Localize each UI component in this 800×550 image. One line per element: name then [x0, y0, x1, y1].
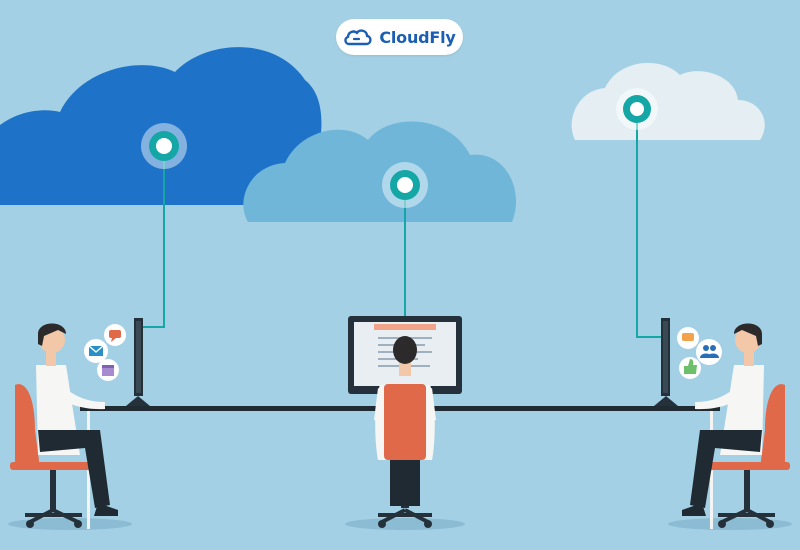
chat-icon: [104, 324, 126, 346]
cloud-light-grey: [571, 62, 765, 140]
cloud-dark-blue: [0, 47, 322, 206]
left-worker: [10, 323, 118, 528]
right-monitor: [654, 318, 678, 406]
calendar-icon: [97, 359, 119, 381]
email-icon: [84, 339, 108, 363]
cloud-mid-blue: [243, 121, 516, 222]
brand-name: CloudFly: [379, 27, 456, 47]
cloud-logo-icon: [344, 29, 372, 46]
thumbs-up-icon: [679, 357, 701, 379]
users-icon: [696, 339, 722, 365]
cloudfly-logo[interactable]: CloudFly: [336, 19, 463, 55]
connector-node-center: [382, 162, 428, 208]
right-worker: [682, 323, 790, 528]
connector-node-right: [616, 88, 658, 130]
connector-node-left: [141, 123, 187, 169]
center-worker: [374, 336, 436, 528]
connector-lines: [143, 109, 661, 338]
chat-icon-right: [677, 327, 699, 349]
left-monitor: [126, 318, 150, 406]
